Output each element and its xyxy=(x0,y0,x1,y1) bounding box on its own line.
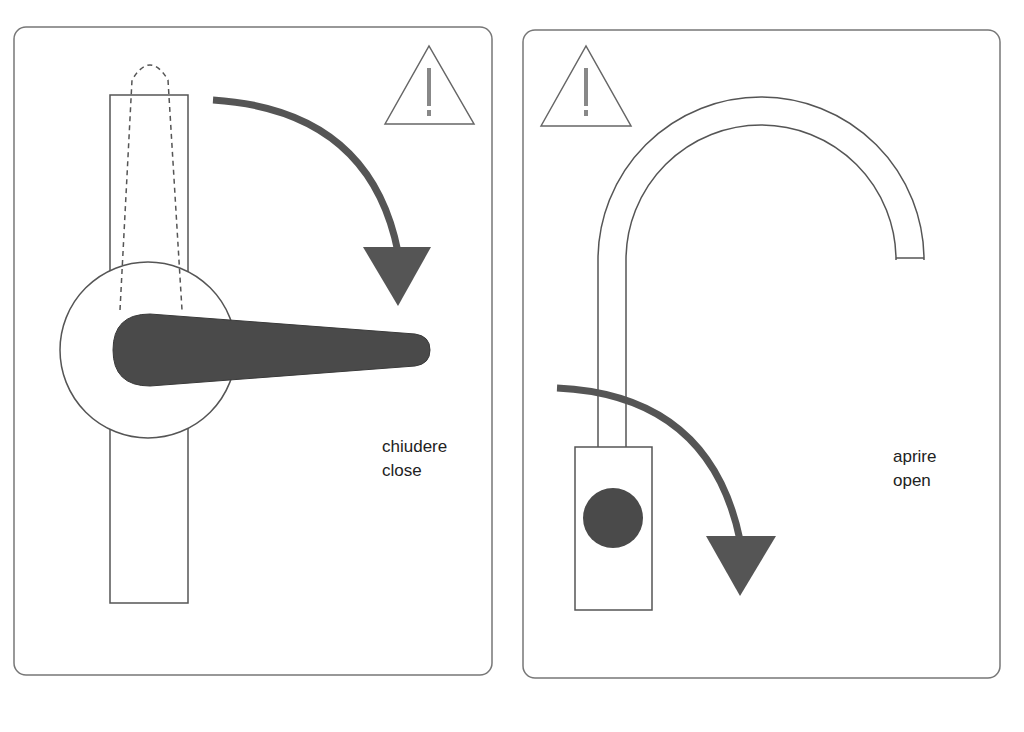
instruction-label: close xyxy=(382,461,422,481)
label-wrap: close xyxy=(382,461,422,481)
rotation-arrow xyxy=(557,388,740,540)
rotation-arrow xyxy=(213,100,398,252)
instruction-label: open xyxy=(893,471,931,491)
warning-sign xyxy=(385,46,474,124)
lever-handle xyxy=(113,314,430,386)
instruction-label: chiudere xyxy=(382,437,447,457)
panel-frame xyxy=(14,27,492,675)
arrow-head xyxy=(363,247,431,306)
panel-frame xyxy=(523,30,1000,678)
faucet-knob xyxy=(583,488,643,548)
arrow-head xyxy=(706,536,776,596)
instruction-label: aprire xyxy=(893,447,936,467)
lever-open-position xyxy=(120,65,182,310)
label-wrap: aprire xyxy=(893,447,936,467)
faucet-base xyxy=(575,447,652,610)
label-wrap: open xyxy=(893,471,931,491)
warning-sign xyxy=(541,46,631,126)
label-wrap: chiudere xyxy=(382,437,447,457)
faucet-spout xyxy=(598,97,924,447)
